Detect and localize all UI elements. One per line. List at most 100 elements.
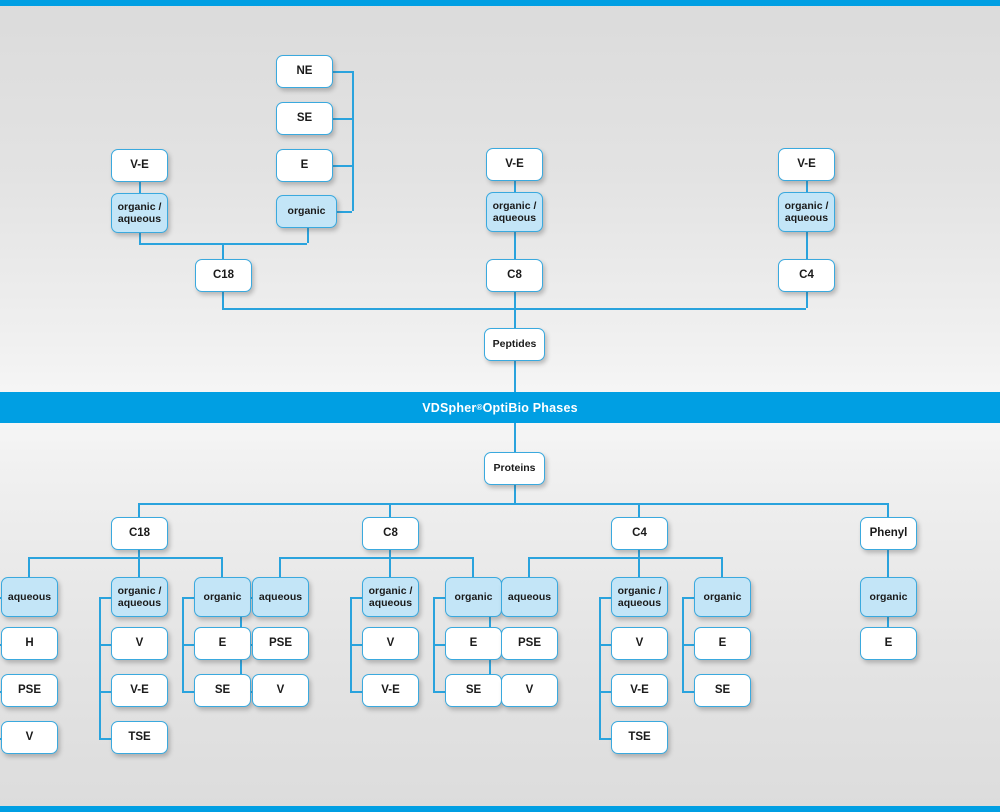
connector-peptides-c4-oa-to-lig — [806, 232, 808, 259]
proteins-c4-group-1-item-0[interactable]: V — [611, 627, 668, 660]
proteins-c8-ligand-node[interactable]: C8 — [362, 517, 419, 550]
proteins-c4-group-0-item-0[interactable]: PSE — [501, 627, 558, 660]
connector-proteins-bus-drop-0 — [138, 503, 140, 517]
proteins-c18-group-1-item-1[interactable]: V-E — [111, 674, 168, 707]
peptides-c4-organic-aqueous-node[interactable]: organic / aqueous — [778, 192, 835, 232]
connector-fan-drop-0-0 — [28, 557, 30, 577]
proteins-phenyl-group-3-0[interactable]: organic — [860, 577, 917, 617]
proteins-c8-group-0-item-0[interactable]: PSE — [252, 627, 309, 660]
section-banner: VDSpher® OptiBio Phases — [0, 392, 1000, 423]
connector-rail-top-0-0 — [0, 597, 1, 599]
proteins-c4-group-2-item-1[interactable]: SE — [694, 674, 751, 707]
proteins-c4-group-2-item-0[interactable]: E — [694, 627, 751, 660]
proteins-c18-group-1[interactable]: organic / aqueous — [111, 577, 168, 617]
connector-fan-drop-1-0 — [279, 557, 281, 577]
connector-e-rail — [333, 165, 352, 167]
proteins-c8-group-1-item-1[interactable]: V-E — [362, 674, 419, 707]
proteins-c18-group-1-item-2[interactable]: TSE — [111, 721, 168, 754]
proteins-c18-group-1-item-0[interactable]: V — [111, 627, 168, 660]
connector-rail-item-0-0-2 — [0, 737, 1, 740]
peptides-c4-ligand-node[interactable]: C4 — [778, 259, 835, 292]
proteins-c4-group-1[interactable]: organic / aqueous — [611, 577, 668, 617]
top-accent-bar — [0, 0, 1000, 6]
proteins-c4-group-0[interactable]: aqueous — [501, 577, 558, 617]
connector-proteins-bus-drop-1 — [389, 503, 391, 517]
proteins-c8-group-0[interactable]: aqueous — [252, 577, 309, 617]
proteins-c8-group-2-item-1[interactable]: SE — [445, 674, 502, 707]
peptides-c4-ve-node[interactable]: V-E — [778, 148, 835, 181]
connector-c8-to-peptides — [514, 292, 516, 328]
connector-c4-to-peptides-bus — [806, 292, 808, 308]
proteins-c18-group-0[interactable]: aqueous — [1, 577, 58, 617]
peptides-c18-se-node[interactable]: SE — [276, 102, 333, 135]
connector-fan-2 — [529, 557, 722, 559]
peptides-c18-organic-node[interactable]: organic — [276, 195, 337, 228]
proteins-c18-group-0-item-0[interactable]: H — [1, 627, 58, 660]
peptides-root-node[interactable]: Peptides — [484, 328, 545, 361]
connector-rail-top-2-2 — [682, 597, 694, 599]
proteins-c18-group-2-item-0[interactable]: E — [194, 627, 251, 660]
connector-rail-top-0-1 — [99, 597, 111, 599]
connector-lig-to-group-3 — [887, 550, 889, 577]
peptides-c8-organic-aqueous-node[interactable]: organic / aqueous — [486, 192, 543, 232]
connector-c18-to-peptides-bus — [222, 292, 224, 308]
connector-rail-0-1 — [99, 597, 101, 738]
connector-fan-0 — [29, 557, 222, 559]
proteins-c8-group-2[interactable]: organic — [445, 577, 502, 617]
proteins-c18-group-2-item-1[interactable]: SE — [194, 674, 251, 707]
connector-fan-drop-0-1 — [138, 557, 140, 577]
connector-peptides-c8-ve-to-oa — [514, 181, 516, 192]
proteins-c8-group-2-item-0[interactable]: E — [445, 627, 502, 660]
proteins-c4-group-0-item-1[interactable]: V — [501, 674, 558, 707]
connector-rail-top-2-1 — [599, 597, 611, 599]
proteins-c4-ligand-node[interactable]: C4 — [611, 517, 668, 550]
banner-text-after: OptiBio Phases — [482, 400, 578, 415]
proteins-c8-group-1[interactable]: organic / aqueous — [362, 577, 419, 617]
connector-rail-top-0-2 — [182, 597, 194, 599]
connector-rail-item-0-1-1 — [99, 690, 111, 693]
connector-rail-item-0-2-0 — [182, 643, 194, 646]
peptides-c8-ligand-node[interactable]: C8 — [486, 259, 543, 292]
connector-se-rail — [333, 118, 352, 120]
connector-fan-drop-2-2 — [721, 557, 723, 577]
connector-group-to-item-3-0 — [887, 617, 889, 627]
peptides-c8-ve-node[interactable]: V-E — [486, 148, 543, 181]
connector-lig-to-fan-0 — [138, 550, 140, 557]
connector-rail-top-1-1 — [350, 597, 362, 599]
registered-mark: ® — [476, 403, 483, 412]
connector-fan-drop-2-0 — [528, 557, 530, 577]
connector-ne-rail — [333, 71, 352, 73]
connector-peptides-c8-oa-to-lig — [514, 232, 516, 259]
bottom-accent-bar — [0, 806, 1000, 812]
peptides-c18-ne-node[interactable]: NE — [276, 55, 333, 88]
connector-peptides-c18-ve-to-oa — [139, 182, 141, 193]
proteins-c8-group-1-item-0[interactable]: V — [362, 627, 419, 660]
proteins-c8-group-0-item-1[interactable]: V — [252, 674, 309, 707]
connector-rail-item-0-2-1 — [182, 690, 194, 693]
proteins-phenyl-ligand-node[interactable]: Phenyl — [860, 517, 917, 550]
connector-proteins-bus-drop-3 — [887, 503, 889, 517]
connector-rail-item-2-1-0 — [599, 643, 611, 646]
connector-rail-item-1-1-1 — [350, 690, 362, 693]
connector-organic-down — [307, 228, 309, 243]
banner-text-before: VDSpher — [422, 400, 477, 415]
proteins-root-node[interactable]: Proteins — [484, 452, 545, 485]
peptides-c18-ve-node[interactable]: V-E — [111, 149, 168, 182]
proteins-c4-group-2[interactable]: organic — [694, 577, 751, 617]
proteins-c18-ligand-node[interactable]: C18 — [111, 517, 168, 550]
proteins-c18-group-0-item-1[interactable]: PSE — [1, 674, 58, 707]
connector-fan-drop-1-1 — [389, 557, 391, 577]
connector-rail-top-1-2 — [433, 597, 445, 599]
connector-rail-item-2-2-1 — [682, 690, 694, 693]
peptides-c18-ligand-node[interactable]: C18 — [195, 259, 252, 292]
connector-rail-item-2-1-2 — [599, 737, 611, 740]
proteins-c4-group-1-item-2[interactable]: TSE — [611, 721, 668, 754]
proteins-phenyl-item-0[interactable]: E — [860, 627, 917, 660]
peptides-c18-organic-aqueous-node[interactable]: organic / aqueous — [111, 193, 168, 233]
peptides-c18-e-node[interactable]: E — [276, 149, 333, 182]
proteins-c18-group-0-item-2[interactable]: V — [1, 721, 58, 754]
proteins-c18-group-2[interactable]: organic — [194, 577, 251, 617]
proteins-c4-group-1-item-1[interactable]: V-E — [611, 674, 668, 707]
connector-lig-to-fan-1 — [389, 550, 391, 557]
